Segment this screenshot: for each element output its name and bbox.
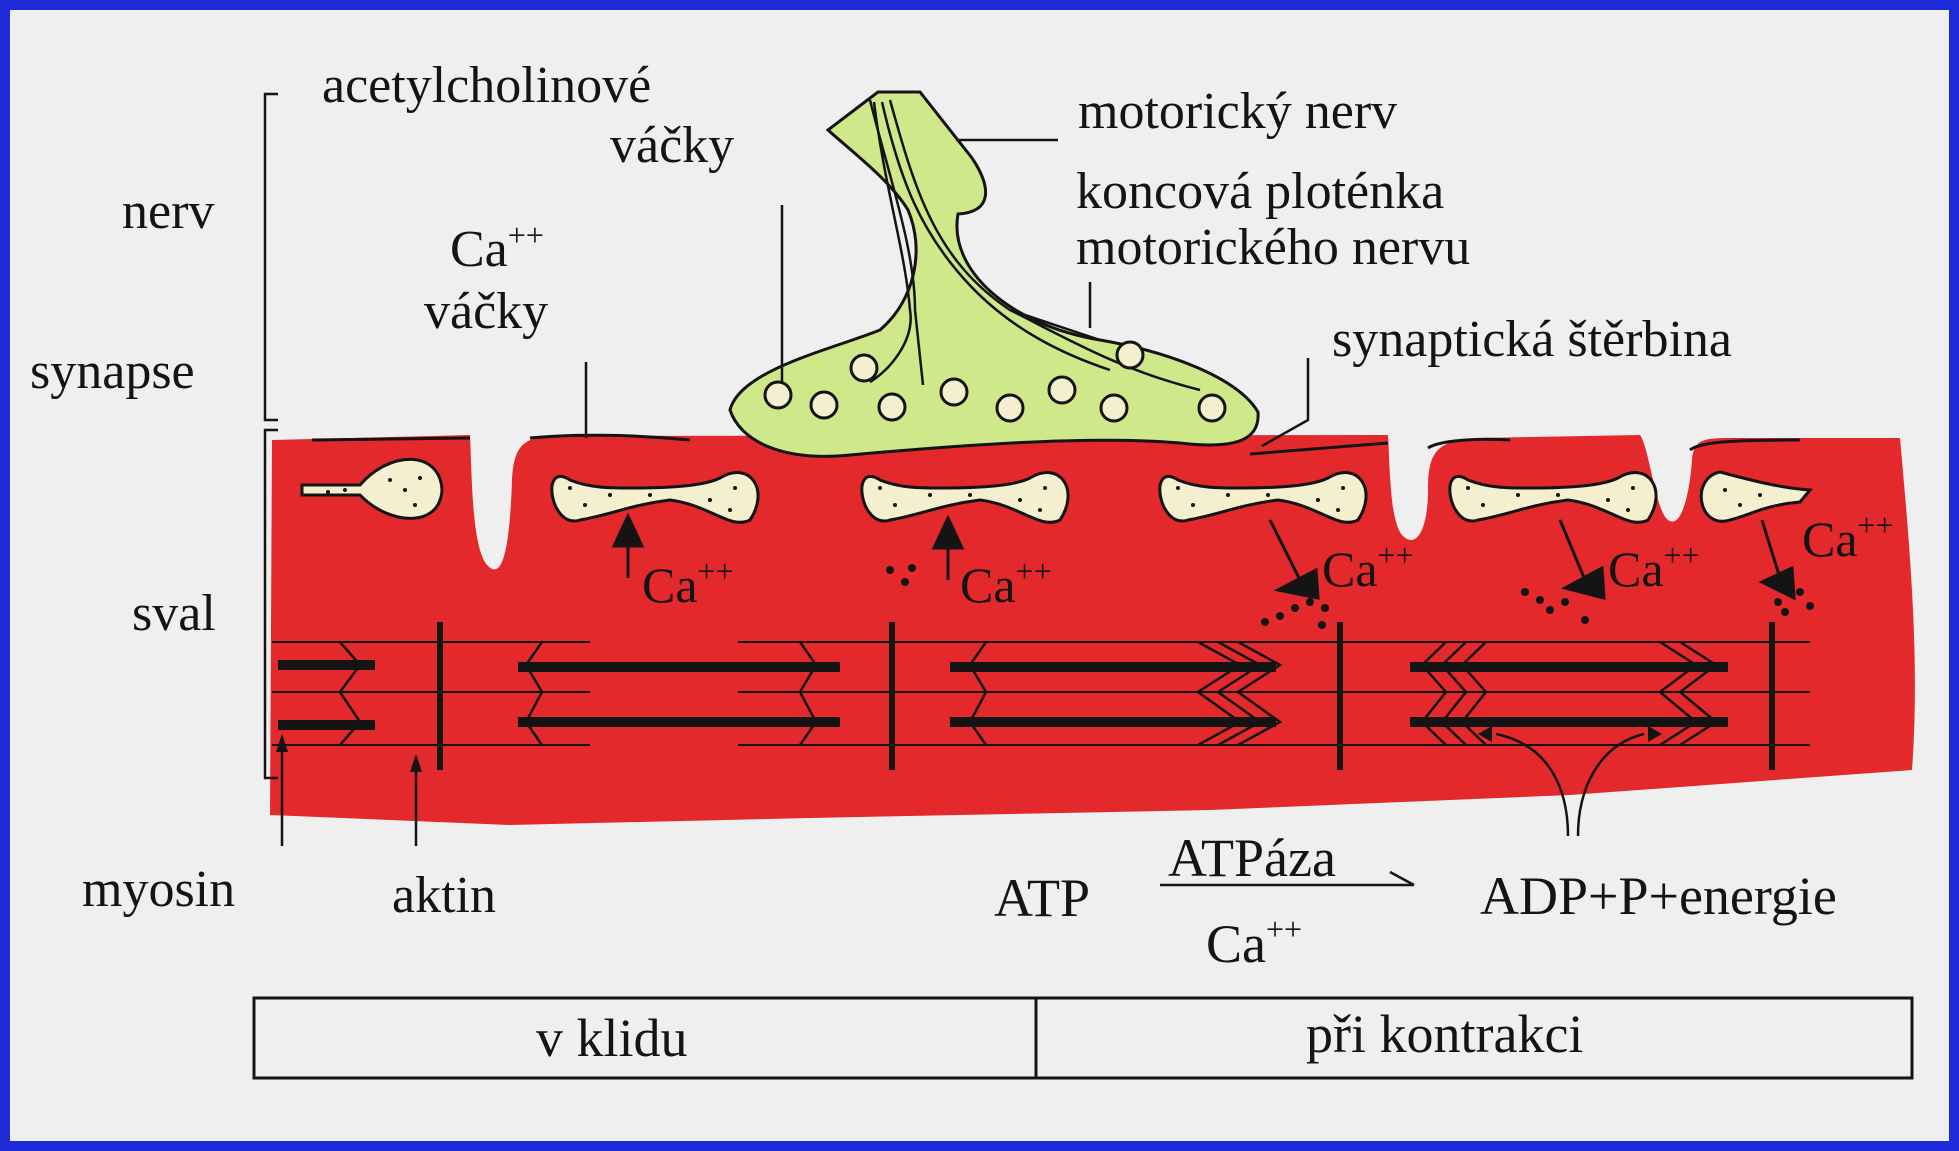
synaptic-cleft-leader (1262, 358, 1308, 446)
muscle-fiber (270, 435, 1915, 825)
muscle-contraction-diagram: acetylcholinové váčky nerv synapse sval … (10, 10, 1949, 1141)
ca-vesicles-base: Ca (450, 221, 508, 278)
motor-nerve-label: motorický nerv (1078, 83, 1397, 140)
ca-vesicles-label: Ca++ (450, 217, 544, 278)
ach-vesicle (1117, 342, 1143, 368)
acetylcholine-label-line2: váčky (610, 117, 734, 174)
ach-vesicle (997, 395, 1023, 421)
end-plate-label-line1: koncová ploténka (1076, 163, 1444, 220)
state-box (254, 998, 1912, 1078)
ach-vesicle (879, 394, 905, 420)
synapse-label: synapse (30, 343, 195, 400)
sval-label: sval (132, 585, 216, 642)
ach-vesicle (1101, 395, 1127, 421)
myosin-label: myosin (82, 861, 235, 918)
ach-vesicle (811, 392, 837, 418)
ach-vesicle (851, 355, 877, 381)
nerv-brace (265, 94, 278, 420)
cofactor-sup: ++ (1266, 911, 1302, 947)
cofactor-label: Ca++ (1206, 911, 1302, 974)
atp-label: ATP (994, 868, 1090, 928)
state-rest-label: v klidu (536, 1008, 688, 1068)
ach-vesicle (1049, 377, 1075, 403)
cofactor-base: Ca (1206, 914, 1266, 974)
reaction-arrow-head (1390, 872, 1414, 885)
state-contraction-label: při kontrakci (1306, 1004, 1583, 1064)
synaptic-cleft-label: synaptická štěrbina (1332, 311, 1732, 368)
end-plate-label-line2: motorického nervu (1076, 219, 1470, 276)
products-label: ADP+P+energie (1480, 866, 1837, 926)
acetylcholine-label-line1: acetylcholinové (322, 57, 651, 114)
ach-vesicle (1199, 395, 1225, 421)
nerv-label: nerv (122, 183, 214, 240)
ach-vesicle (765, 382, 791, 408)
aktin-label: aktin (392, 867, 496, 924)
ca-vesicles-sup: ++ (508, 217, 544, 253)
ach-vesicle (941, 379, 967, 405)
enzyme-label: ATPáza (1168, 828, 1336, 888)
ca-vesicles-label-line2: váčky (424, 283, 548, 340)
diagram-frame: acetylcholinové váčky nerv synapse sval … (10, 10, 1949, 1141)
